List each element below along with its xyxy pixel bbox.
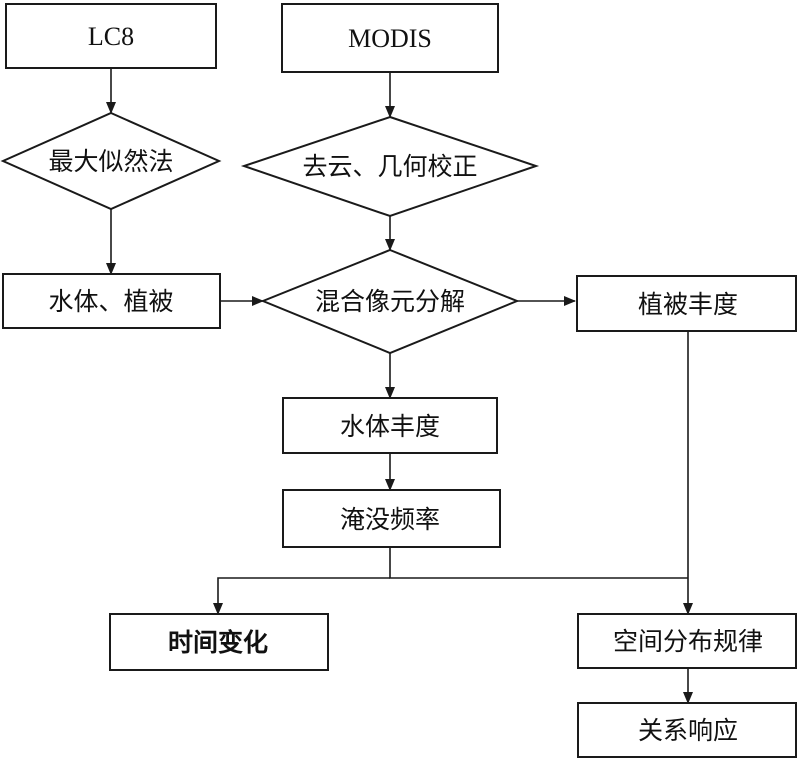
arrow-merge-to-temporal-change — [213, 577, 390, 615]
node-cloud-geometric: 去云、几何校正 — [240, 115, 540, 218]
node-response-label: 关系响应 — [638, 716, 738, 745]
node-lc8: LC8 — [5, 3, 217, 69]
node-spatial-pattern-label: 空间分布规律 — [613, 627, 763, 656]
node-water-vegetation-label: 水体、植被 — [48, 287, 173, 316]
connectors — [106, 68, 693, 704]
node-temporal-change: 时间变化 — [109, 613, 329, 671]
node-response: 关系响应 — [577, 702, 797, 758]
node-water-vegetation: 水体、植被 — [2, 273, 221, 329]
node-vegetation-abundance-label: 植被丰度 — [638, 290, 738, 319]
line-inundation-frequency-to-merge — [389, 547, 688, 579]
node-water-abundance: 水体丰度 — [282, 397, 498, 454]
node-temporal-change-label: 时间变化 — [168, 628, 268, 657]
node-vegetation-abundance: 植被丰度 — [576, 275, 797, 332]
node-max-likelihood-label: 最大似然法 — [48, 147, 173, 176]
node-lc8-label: LC8 — [88, 22, 134, 51]
node-inundation-frequency: 淹没频率 — [282, 489, 501, 548]
node-mixed-pixel: 混合像元分解 — [260, 248, 520, 355]
node-mixed-pixel-label: 混合像元分解 — [315, 287, 465, 316]
node-max-likelihood: 最大似然法 — [0, 111, 222, 211]
node-spatial-pattern: 空间分布规律 — [577, 613, 797, 669]
node-inundation-frequency-label: 淹没频率 — [340, 505, 440, 534]
node-modis: MODIS — [281, 3, 499, 73]
node-water-abundance-label: 水体丰度 — [340, 412, 440, 441]
node-cloud-geometric-label: 去云、几何校正 — [302, 152, 477, 181]
node-modis-label: MODIS — [348, 24, 432, 53]
